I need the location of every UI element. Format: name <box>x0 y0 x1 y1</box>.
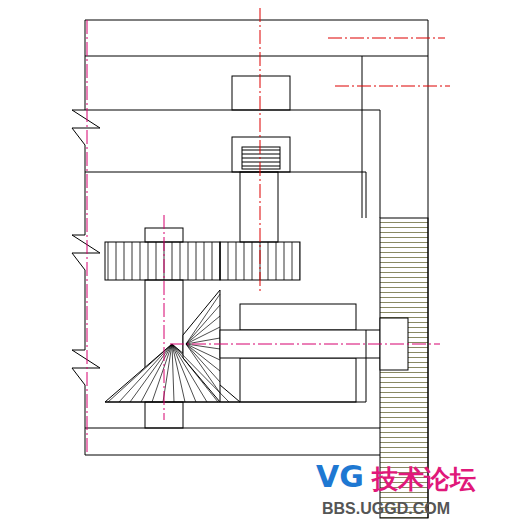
watermark-logo: VG <box>316 462 364 492</box>
bevel-gear <box>183 290 220 402</box>
screw-thread <box>242 147 280 169</box>
center-line <box>260 8 450 292</box>
gear <box>105 242 220 280</box>
frame <box>85 20 428 518</box>
center-line <box>87 20 440 455</box>
watermark-text: 技术论坛 <box>372 466 476 492</box>
watermark-url: BBS.UGGD.COM <box>322 501 450 517</box>
break-line <box>72 20 100 455</box>
